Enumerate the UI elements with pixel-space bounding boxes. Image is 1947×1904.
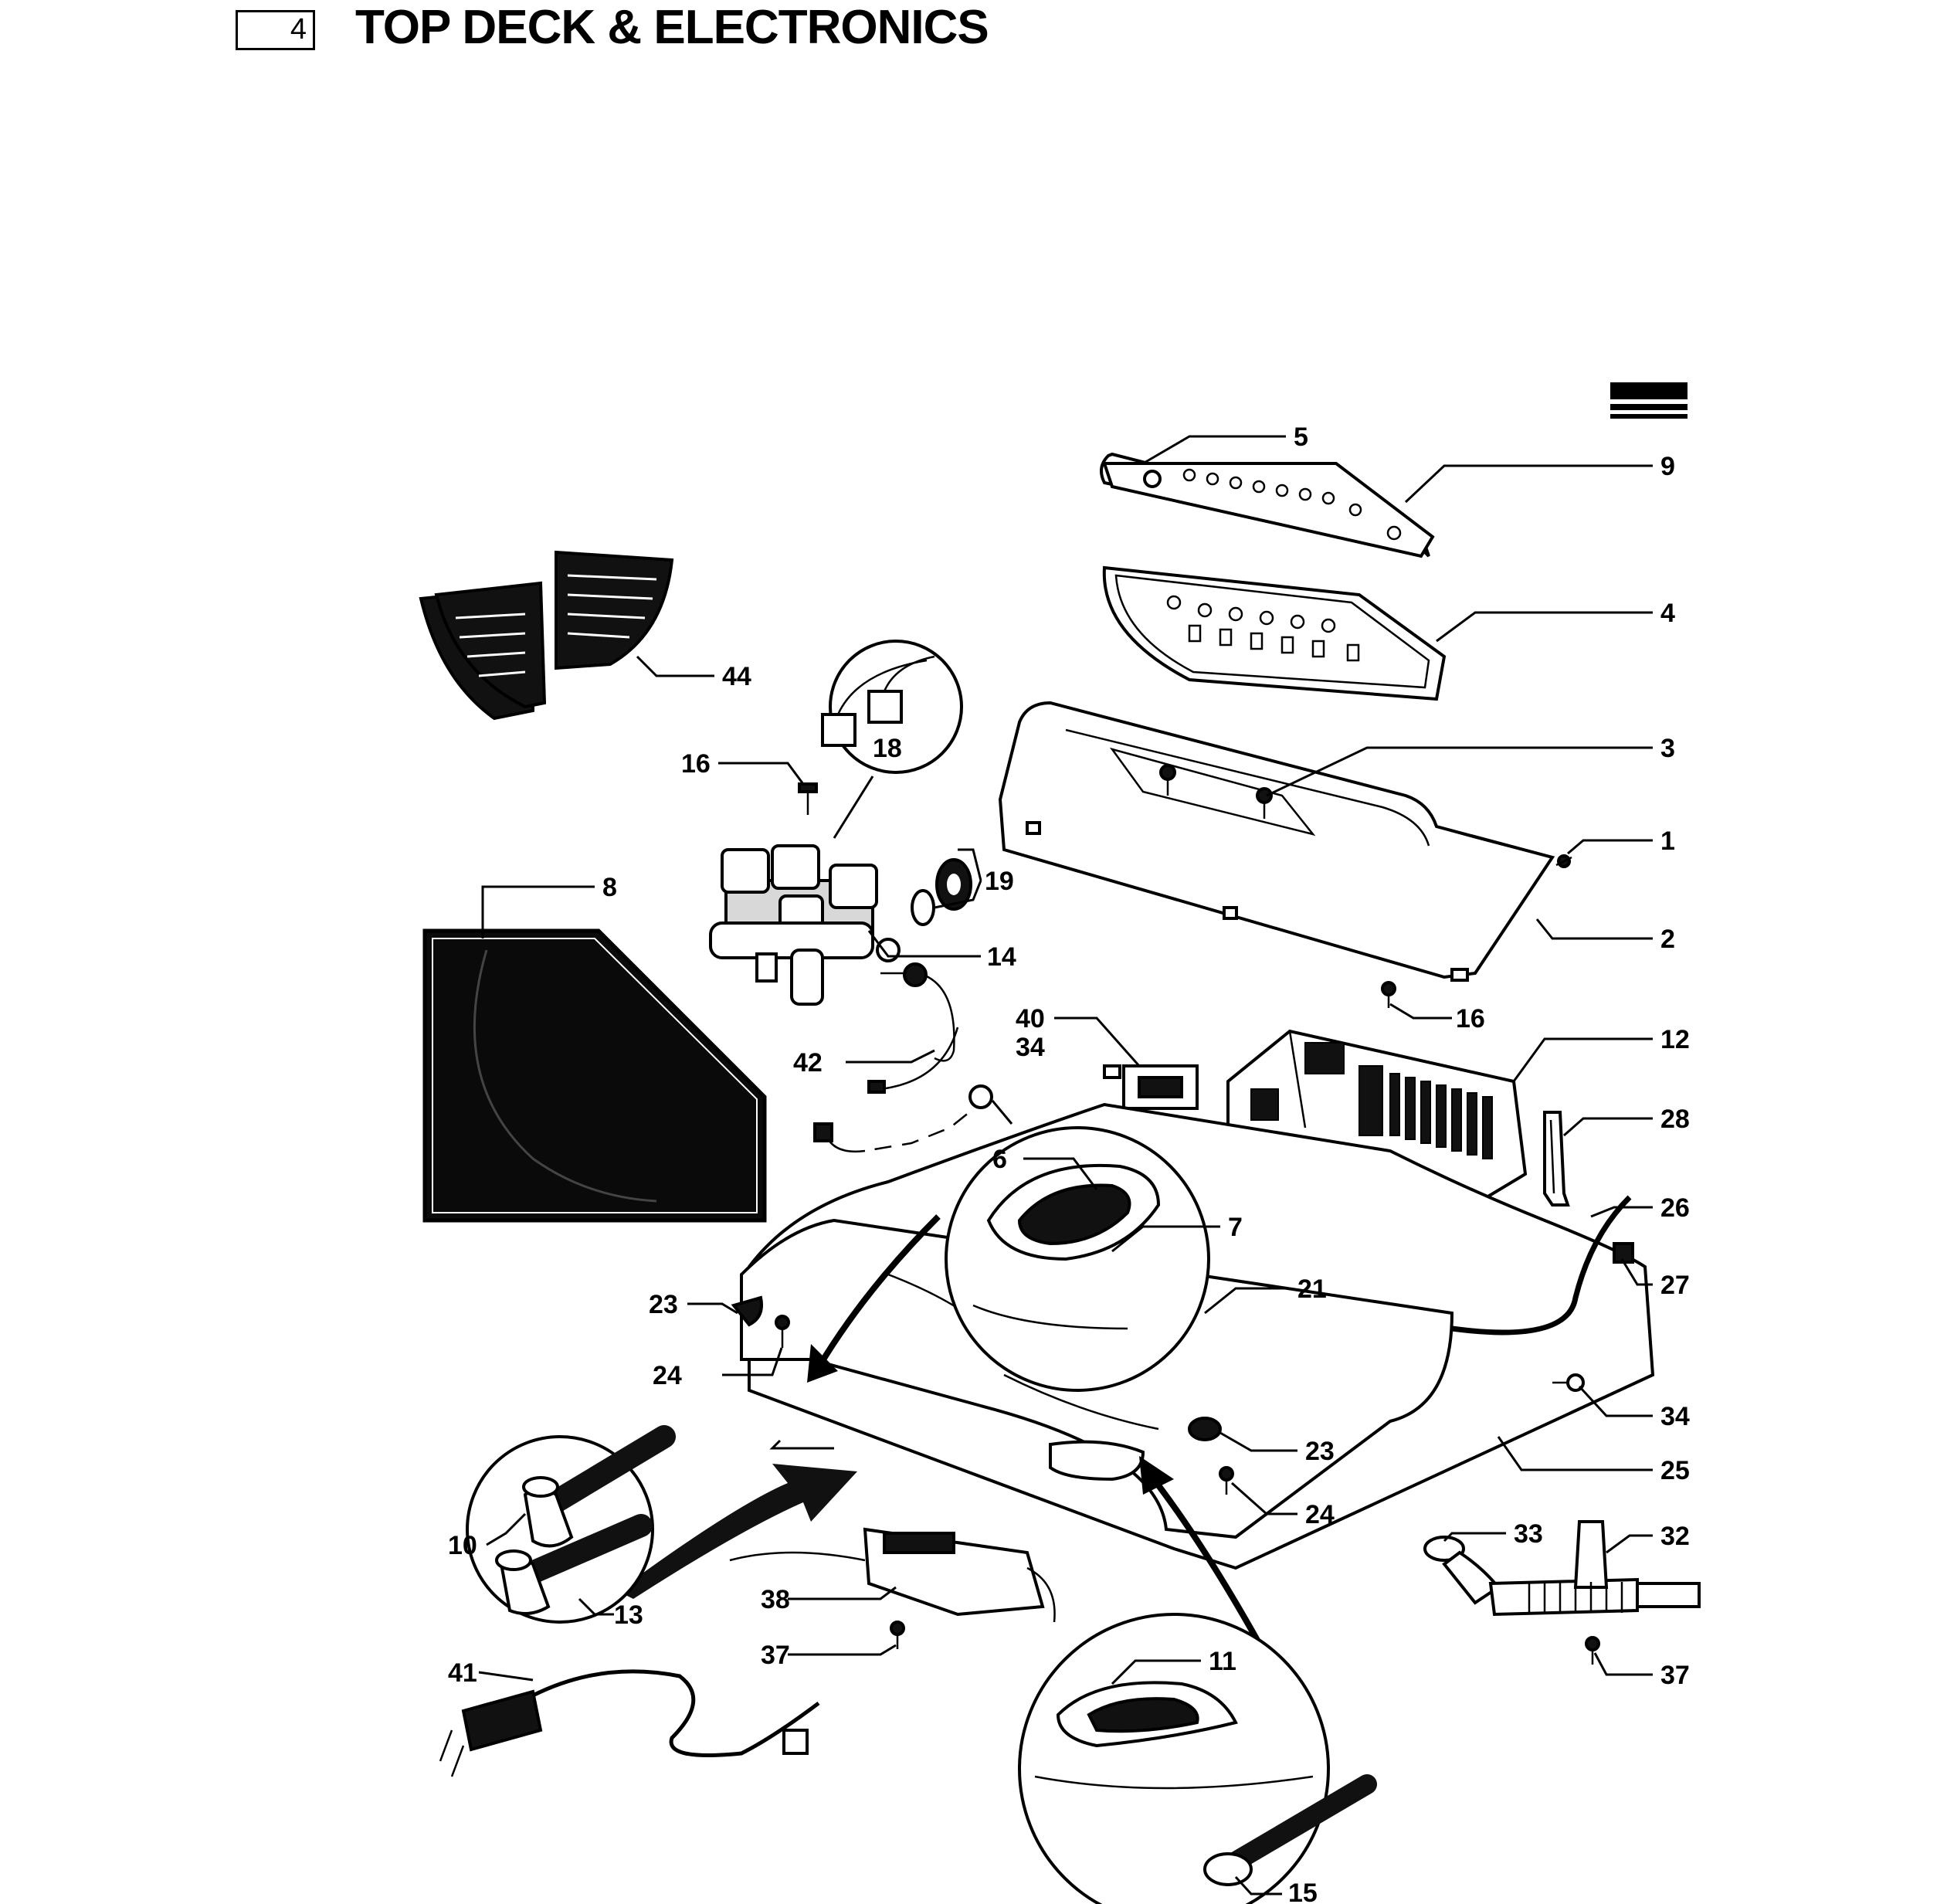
callout-26: 26	[1660, 1193, 1690, 1223]
callout-23-right: 23	[1305, 1437, 1335, 1466]
callout-13: 13	[614, 1600, 643, 1630]
main-control-board-illustration	[1226, 1029, 1528, 1211]
bumper-illustration	[968, 1084, 993, 1109]
console-backsplash-illustration	[998, 701, 1555, 982]
callout-18: 18	[873, 734, 902, 763]
callout-9: 9	[1660, 452, 1675, 481]
callout-2: 2	[1660, 925, 1675, 954]
page-title: TOP DECK & ELECTRONICS	[355, 1, 989, 54]
brand-mark-icon	[1610, 382, 1688, 419]
callout-3: 3	[1660, 734, 1675, 763]
section-number-box: 4	[236, 10, 315, 50]
callout-1: 1	[1660, 826, 1675, 856]
fitting-illustration	[1613, 1242, 1634, 1264]
wire-connector-detail	[821, 640, 963, 774]
callout-12: 12	[1660, 1025, 1690, 1054]
callout-37-left: 37	[761, 1641, 790, 1670]
callout-14: 14	[987, 942, 1016, 972]
filter-assembly-illustration	[729, 1527, 1056, 1623]
callout-42: 42	[793, 1048, 823, 1078]
callout-11: 11	[1209, 1647, 1236, 1676]
callout-23-left: 23	[649, 1290, 678, 1319]
pressure-sensor-cable-illustration	[813, 962, 989, 1153]
drain-hose-illustration	[1423, 1520, 1701, 1617]
callout-8: 8	[602, 873, 617, 902]
water-valve-illustration	[709, 844, 901, 1006]
lid-switch-illustration	[1103, 1064, 1199, 1110]
dispenser-trays-illustration	[419, 550, 674, 721]
callout-40: 40	[1016, 1004, 1045, 1033]
callout-5: 5	[1294, 423, 1308, 452]
screw-cap-illustration	[731, 1295, 1222, 1441]
callout-34-right: 34	[1660, 1402, 1690, 1431]
assembly-arrow	[618, 1214, 1270, 1658]
leader-lines	[478, 435, 1653, 1896]
section-number: 4	[290, 13, 307, 46]
callout-16-right: 16	[1456, 1004, 1485, 1033]
power-cord-illustration	[439, 1669, 820, 1777]
screw-illustration	[890, 1621, 905, 1649]
callout-24-right: 24	[1305, 1500, 1335, 1529]
callout-6: 6	[992, 1145, 1007, 1174]
callout-32: 32	[1660, 1522, 1690, 1551]
lid-panel-illustration	[422, 928, 767, 1223]
console-overlay-illustration	[1100, 452, 1435, 558]
callout-15: 15	[1288, 1879, 1318, 1904]
callout-28: 28	[1660, 1105, 1690, 1134]
callout-41: 41	[448, 1658, 477, 1688]
elbow-fittings-detail	[466, 1425, 676, 1624]
callout-21: 21	[1297, 1274, 1327, 1304]
screw-illustration	[1585, 1636, 1600, 1665]
callout-34-top: 34	[1016, 1033, 1045, 1062]
screw-illustration	[798, 782, 818, 815]
callout-7: 7	[1228, 1213, 1243, 1242]
callout-44: 44	[722, 662, 751, 691]
control-board-housing-illustration	[1102, 565, 1447, 701]
screw-illustration	[1159, 764, 1572, 1008]
vent-hose-illustration	[1451, 1195, 1632, 1336]
callout-27: 27	[1660, 1271, 1690, 1300]
drain-fitting-detail	[1018, 1613, 1377, 1904]
callout-16-top: 16	[681, 749, 711, 779]
callout-10: 10	[448, 1531, 477, 1560]
lid-detail-circle	[945, 1126, 1210, 1392]
callout-24-left: 24	[653, 1361, 682, 1390]
callout-37-right: 37	[1660, 1661, 1690, 1690]
grommets-illustration	[911, 858, 972, 926]
callout-4: 4	[1660, 599, 1675, 628]
callout-33: 33	[1514, 1519, 1543, 1549]
screw-illustration	[775, 1315, 1234, 1495]
callout-38: 38	[761, 1585, 790, 1614]
callout-19: 19	[985, 867, 1014, 896]
bracket-illustration	[1543, 1111, 1570, 1207]
callout-25: 25	[1660, 1456, 1690, 1485]
